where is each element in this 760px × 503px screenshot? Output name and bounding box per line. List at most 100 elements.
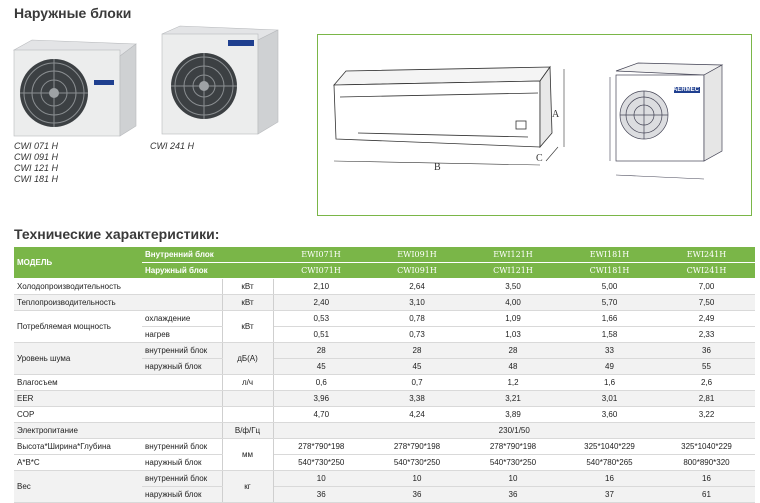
cell-value: 1,58 [561,326,658,343]
cell-value: 0,53 [273,310,369,327]
cell-value: 49 [561,358,658,375]
cell-value: 10 [273,470,369,487]
cell-value: 0,7 [369,374,465,391]
cell-value: 0,51 [273,326,369,343]
cell-value: 278*790*198 [273,438,369,455]
table-row: Вес внутренний блок кг 10 10 10 16 16 [14,470,755,503]
cell-value: 3,50 [465,278,561,295]
cell-value: 16 [658,470,755,487]
cell-value: 0,6 [273,374,369,391]
cell-value: 36 [273,486,369,503]
indoor-model: EWI241H [658,247,755,263]
row-sublabel: наружный блок [142,486,223,503]
dimension-a-label: A [552,109,560,120]
table-row: Высота*Ширина*Глубина внутренний блок мм… [14,438,755,471]
cell-value: 36 [369,486,465,503]
caption-group-1: CWI 071 H CWI 091 H CWI 121 H CWI 181 H [14,141,59,184]
cell-value: 10 [465,470,561,487]
row-unit: л/ч [222,374,274,391]
cell-value: 45 [369,358,465,375]
row-label: Влагосъем [14,374,223,391]
cell-value: 5,00 [561,278,658,295]
row-label: EER [14,390,223,407]
cell-value: 1,09 [465,310,561,327]
table-row: нагрев 0,51 0,73 1,03 1,58 2,33 [14,326,755,343]
table-row: наружный блок 45 45 48 49 55 [14,358,755,375]
cell-value: 33 [561,342,658,359]
row-unit: В/ф/Гц [222,422,274,439]
cell-value: 1,6 [561,374,658,391]
row-label: Теплопроизводительность [14,294,223,311]
cell-value: 2,33 [658,326,755,343]
row-label: Потребляемая мощность [14,310,142,343]
outdoor-model: CWI121H [465,262,561,279]
cell-value: 4,70 [273,406,369,423]
cell-value: 2,49 [658,310,755,327]
row-label: Уровень шума [14,342,142,375]
row-sublabel: внутренний блок [142,342,223,359]
row-sublabel: наружный блок [142,358,223,375]
cell-value: 4,24 [369,406,465,423]
cell-value: 55 [658,358,755,375]
cell-value: 3,89 [465,406,561,423]
row-label: Вес [14,470,142,503]
row-label: A*B*C [14,454,142,471]
cell-value: 5,70 [561,294,658,311]
cell-value: 36 [658,342,755,359]
outdoor-model: CWI091H [369,262,465,279]
cell-value: 3,21 [465,390,561,407]
cell-value: 0,78 [369,310,465,327]
row-sublabel: нагрев [142,326,223,343]
cell-value: 2,10 [273,278,369,295]
header-model-label: МОДЕЛЬ [14,247,142,279]
cell-value: 3,22 [658,406,755,423]
row-sublabel: внутренний блок [142,470,223,487]
table-row: Потребляемая мощность охлаждение кВт 0,5… [14,310,755,343]
cell-value: 540*730*250 [369,454,465,471]
row-unit: кВт [222,278,274,295]
cell-value: 800*890*320 [658,454,755,471]
cell-value: 3,10 [369,294,465,311]
dimension-b-label: B [434,162,441,173]
cell-value: 3,38 [369,390,465,407]
row-unit [222,406,274,423]
specifications-table: МОДЕЛЬ Внутренний блок EWI071H EWI091H E… [14,247,755,503]
cell-value: 48 [465,358,561,375]
cell-value: 3,96 [273,390,369,407]
cell-value: 45 [273,358,369,375]
cell-value: 1,2 [465,374,561,391]
header-indoor-label: Внутренний блок [142,247,273,263]
row-unit: дБ(А) [222,342,274,375]
outdoor-unit-small-image [12,39,137,137]
cell-value: 7,00 [658,278,755,295]
cell-value: 0,73 [369,326,465,343]
row-sublabel: охлаждение [142,310,223,327]
outdoor-model: CWI241H [658,262,755,279]
cell-value: 2,81 [658,390,755,407]
row-unit: мм [222,438,274,471]
row-label: Высота*Ширина*Глубина [14,438,142,455]
caption-group-2: CWI 241 H [150,141,195,151]
indoor-model: EWI091H [369,247,465,263]
cell-value: 36 [465,486,561,503]
row-sublabel: внутренний блок [142,438,223,455]
outdoor-model: CWI181H [561,262,658,279]
cell-value: 28 [273,342,369,359]
table-row: Электропитание В/ф/Гц 230/1/50 [14,422,755,439]
cell-value: 4,00 [465,294,561,311]
row-label: Холодопроизводительность [14,278,223,295]
cell-value: 540*780*265 [561,454,658,471]
cell-value: 10 [369,470,465,487]
cell-value: 28 [465,342,561,359]
outdoor-unit-drawing [615,62,724,162]
cell-value: 7,50 [658,294,755,311]
table-row: Теплопроизводительность кВт 2,40 3,10 4,… [14,294,755,311]
cell-value: 3,60 [561,406,658,423]
row-unit: кВт [222,294,274,311]
section-title-outdoor-units: Наружные блоки [14,5,132,21]
cell-value: 3,01 [561,390,658,407]
dimension-diagram: B C A [333,62,724,180]
row-label: Электропитание [14,422,223,439]
cell-value: 540*730*250 [465,454,561,471]
indoor-unit-drawing [333,65,553,149]
